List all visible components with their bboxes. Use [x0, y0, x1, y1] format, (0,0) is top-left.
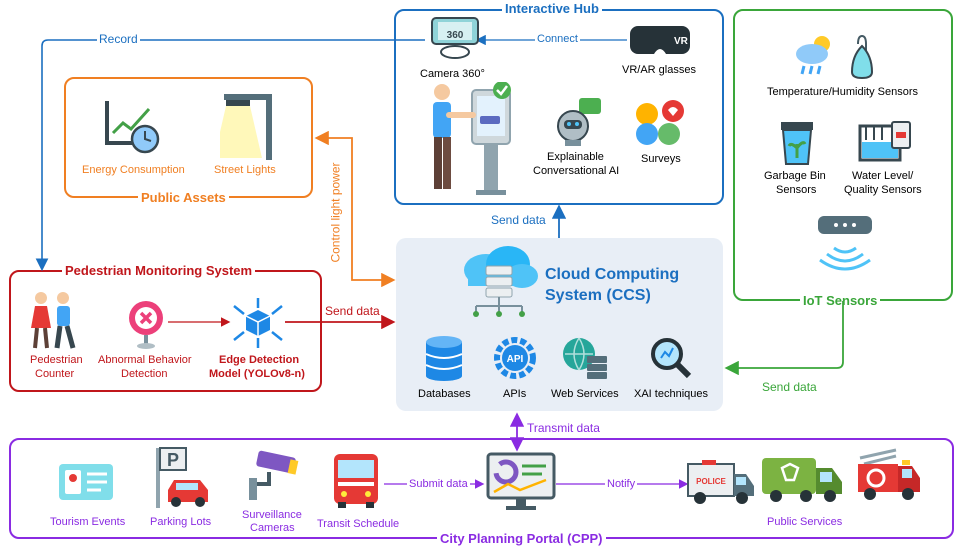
dashboard-monitor-icon [486, 452, 556, 510]
pedestrian-counter-label-line1: Pedestrian [30, 354, 83, 366]
record-label: Record [97, 32, 140, 46]
tourism-events-label: Tourism Events [50, 516, 126, 528]
transmit-data-label: Transmit data [527, 421, 600, 435]
send-data-pedestrian-label: Send data [325, 304, 380, 318]
street-light-icon [220, 94, 272, 160]
pedestrian-counter-label-line2: Counter [35, 368, 75, 380]
abnormal-behavior-label-line1: Abnormal Behavior [98, 354, 192, 366]
camera-360-label: Camera 360° [420, 68, 485, 80]
temperature-humidity-icon [796, 34, 874, 80]
submit-data-label: Submit data [407, 478, 470, 491]
xai-magnifier-icon [651, 338, 692, 379]
chatbot-icon [557, 98, 601, 146]
web-services-label: Web Services [551, 388, 619, 400]
garbage-bin-label-line1: Garbage Bin [764, 170, 826, 182]
camera-360-icon-text: 360 [447, 30, 464, 41]
temperature-humidity-label: Temperature/Humidity Sensors [767, 86, 919, 98]
garbage-bin-icon [781, 122, 813, 165]
send-data-hub-label: Send data [491, 213, 546, 227]
interactive-hub-title: Interactive Hub [502, 1, 602, 16]
vr-glasses-icon-text: VR [674, 36, 689, 47]
database-icon [425, 336, 463, 381]
water-level-icon [858, 121, 911, 162]
notify-label: Notify [605, 478, 638, 491]
police-icon-text: POLICE [696, 477, 726, 486]
cloud-server-icon [464, 246, 538, 317]
surveillance-camera-icon [249, 450, 299, 500]
public-services-label: Public Services [767, 516, 843, 528]
police-car-icon: POLICE [687, 460, 754, 504]
surveys-icon [636, 100, 684, 145]
garbage-truck-icon [762, 458, 842, 502]
edge-detection-label-line1: Edge Detection [219, 354, 300, 366]
web-services-icon [563, 337, 607, 379]
bus-transit-icon [334, 454, 378, 508]
parking-lots-label: Parking Lots [150, 516, 212, 528]
ccs-box [396, 238, 723, 411]
abnormal-behavior-icon [129, 301, 163, 349]
apis-label: APIs [503, 388, 527, 400]
pedestrian-monitoring-title: Pedestrian Monitoring System [62, 263, 256, 278]
parking-lots-icon: P [156, 447, 208, 508]
parking-icon-text: P [167, 450, 179, 470]
vr-glasses-icon: VR [630, 26, 690, 54]
city-planning-portal-title: City Planning Portal (CPP) [437, 531, 606, 546]
vr-ar-glasses-label: VR/AR glasses [622, 64, 696, 76]
wireless-sensor-icon [818, 216, 872, 271]
explainable-ai-label-line1: Explainable [547, 151, 604, 163]
street-lights-label: Street Lights [214, 164, 276, 176]
kiosk-user-icon [433, 82, 511, 195]
energy-consumption-label: Energy Consumption [82, 164, 185, 176]
public-assets-title: Public Assets [138, 190, 229, 205]
pedestrian-counter-icon [31, 292, 76, 349]
surveillance-cameras-label-line2: Cameras [250, 522, 295, 534]
tourism-events-icon [59, 464, 113, 500]
water-level-label-line1: Water Level/ [852, 170, 914, 182]
edge-detection-model-icon [233, 298, 283, 348]
water-level-label-line2: Quality Sensors [844, 184, 922, 196]
api-icon-text: API [507, 354, 524, 365]
control-light-power-label: Control light power [328, 162, 343, 263]
garbage-bin-label-line2: Sensors [776, 184, 817, 196]
fire-truck-icon [858, 448, 920, 500]
ccs-title-line2: System (CCS) [545, 287, 651, 304]
camera-360-icon: 360 [431, 17, 479, 59]
explainable-ai-label-line2: Conversational AI [533, 165, 620, 177]
edge-detection-label-line2: Model (YOLOv8-n) [209, 368, 305, 380]
abnormal-behavior-label-line2: Detection [121, 368, 168, 380]
surveillance-cameras-label-line1: Surveillance [242, 509, 302, 521]
connect-label: Connect [535, 33, 580, 46]
transit-schedule-label: Transit Schedule [317, 518, 400, 530]
xai-techniques-label: XAI techniques [634, 388, 708, 400]
energy-chart-icon [105, 101, 160, 154]
send-data-iot-label: Send data [762, 380, 817, 394]
iot-sensors-title: IoT Sensors [800, 293, 881, 308]
databases-label: Databases [418, 388, 471, 400]
api-gear-icon: API [494, 337, 536, 379]
ccs-title-line1: Cloud Computing [545, 266, 680, 283]
surveys-label: Surveys [641, 153, 681, 165]
